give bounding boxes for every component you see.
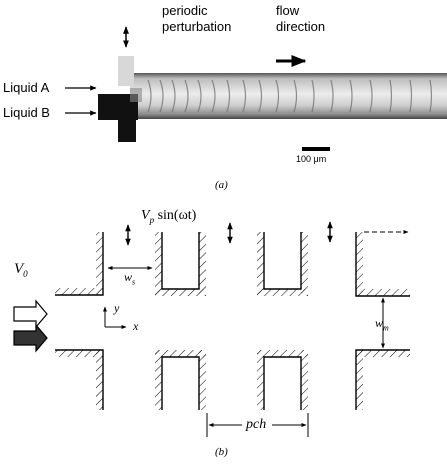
ws-symbol: w	[124, 270, 133, 284]
lower-block-2	[257, 350, 308, 410]
wm-subscript: m	[383, 323, 389, 333]
ws-subscript: s	[132, 277, 136, 287]
inlet-arrow-dark	[13, 323, 48, 353]
flow-label-line1: flow	[276, 3, 300, 18]
x-axis-label: x	[133, 319, 139, 333]
v0-label: V0	[14, 262, 28, 279]
junction	[130, 88, 142, 102]
lower-right-wall	[355, 349, 410, 410]
lower-left-wall	[55, 349, 104, 410]
upper-left-wall	[55, 232, 104, 296]
flow-label-line2: direction	[276, 19, 326, 34]
forcing-function: sin(ωt)	[154, 208, 197, 223]
lower-block-1	[155, 350, 206, 410]
mixing-channel	[130, 73, 447, 119]
upper-block-1	[155, 232, 206, 296]
perturbation-label-line2: perturbation	[162, 19, 232, 34]
perturbation-channel	[118, 56, 134, 86]
y-axis-label: y	[114, 301, 120, 315]
micrograph	[98, 56, 447, 142]
upper-right-wall	[355, 232, 410, 297]
liquid-b-outlet	[118, 118, 136, 142]
wm-symbol: w	[375, 316, 384, 330]
interface-stripes	[147, 79, 433, 113]
wm-label: wm	[375, 317, 389, 332]
forcing-symbol: V	[141, 208, 150, 223]
caption-a: (a)	[215, 179, 228, 191]
scale-bar	[302, 147, 330, 151]
perturbation-label-line1: periodic	[162, 3, 208, 18]
v0-subscript: 0	[23, 269, 28, 279]
forcing-subscript: p	[149, 214, 155, 225]
inlet-arrow-white	[13, 299, 48, 329]
liquid-b-label: Liquid B	[3, 105, 50, 120]
channel-walls	[55, 232, 410, 410]
v0-symbol: V	[14, 261, 24, 277]
pitch-label: pch	[246, 417, 267, 432]
scale-bar-label: 100 μm	[296, 154, 327, 164]
forcing-label: Vp sin(ωt)	[141, 209, 196, 225]
caption-b: (b)	[215, 446, 228, 458]
upper-block-2	[257, 232, 308, 296]
ws-label: ws	[124, 271, 135, 286]
liquid-a-label: Liquid A	[3, 80, 50, 95]
